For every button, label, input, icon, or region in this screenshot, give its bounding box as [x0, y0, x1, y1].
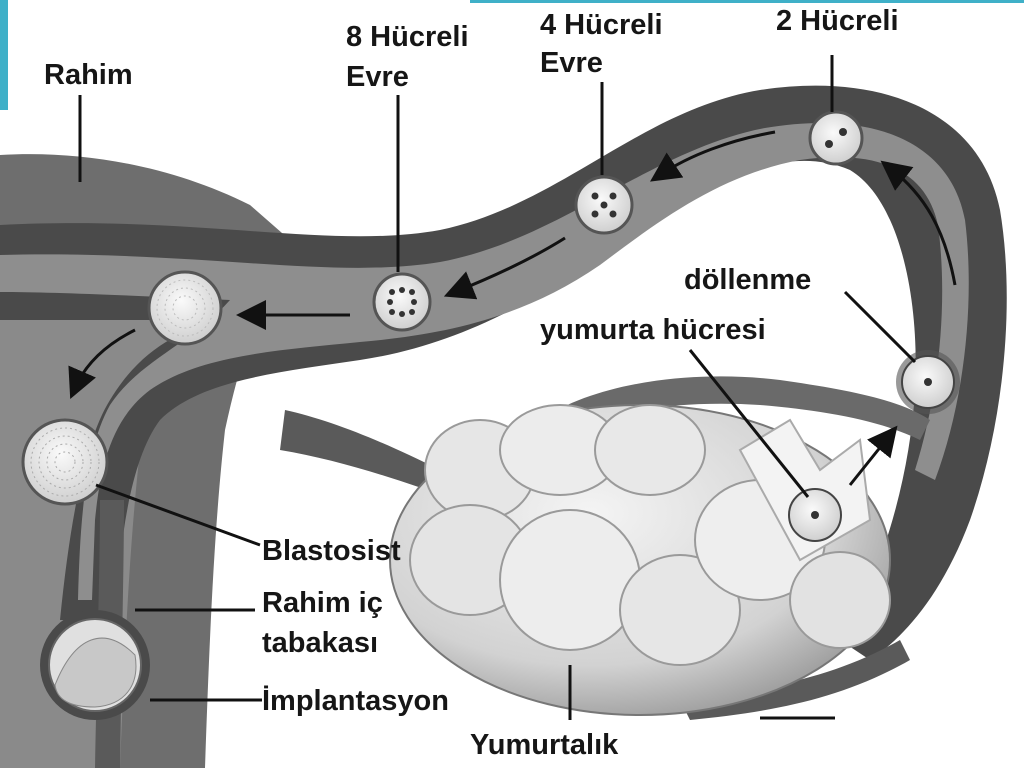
cell-morula [147, 270, 223, 346]
label-endometrium-line2: tabakası [262, 627, 379, 659]
slide-accent-left [0, 0, 8, 110]
label-eight-cell-line1: 8 Hücreli [346, 21, 469, 53]
label-ovary: Yumurtalık [470, 729, 619, 761]
label-uterus: Rahim [44, 59, 133, 91]
implantation-embryo [40, 610, 150, 720]
label-fertilization: döllenme [684, 264, 812, 296]
cell-eight [372, 272, 432, 332]
cell-two [808, 110, 864, 166]
fimbriae [540, 376, 930, 440]
label-blastocyst: Blastosist [262, 535, 401, 567]
arrow-up-tube [880, 160, 957, 286]
label-four-cell-line1: 4 Hücreli [540, 9, 663, 41]
fallopian-tube-lumen [0, 122, 969, 600]
ovarian-ligament [280, 410, 455, 500]
label-egg-cell: yumurta hücresi [540, 314, 766, 346]
slide-accent-top [470, 0, 1024, 3]
arrow-morula-to-blasto [68, 328, 136, 400]
fertilized-egg [896, 350, 960, 414]
arrow-ovulation [848, 425, 898, 486]
released-egg [788, 488, 842, 542]
label-endometrium-line1: Rahim iç [262, 587, 383, 619]
ovary [389, 404, 891, 716]
cell-four [574, 175, 634, 235]
label-two-cell: 2 Hücreli [776, 5, 899, 37]
leader-lines [78, 55, 917, 720]
arrow-4-to-8 [443, 236, 566, 300]
label-eight-cell-line2: Evre [346, 61, 409, 93]
label-implantation: İmplantasyon [262, 685, 449, 717]
label-four-cell-line2: Evre [540, 47, 603, 79]
cell-blastocyst [21, 418, 109, 506]
arrow-2-to-4 [650, 130, 776, 182]
